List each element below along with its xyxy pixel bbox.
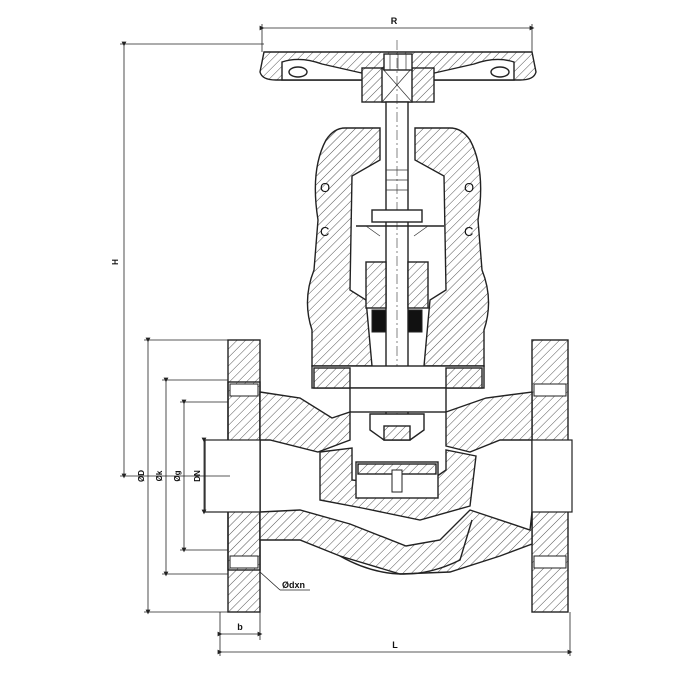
handwheel bbox=[259, 51, 537, 103]
dim-label-OD: ØD bbox=[137, 470, 146, 482]
dim-label-b: b bbox=[237, 622, 243, 632]
valve-body bbox=[204, 339, 573, 613]
dim-label-Og: Øg bbox=[173, 470, 182, 481]
dim-label-H: H bbox=[111, 259, 120, 265]
dim-label-Ok: Øk bbox=[155, 470, 164, 481]
dimension-lines bbox=[120, 24, 573, 656]
svg-text:O: O bbox=[320, 180, 330, 195]
dim-label-R: R bbox=[391, 16, 398, 26]
svg-text:C: C bbox=[464, 224, 473, 239]
svg-text:C: C bbox=[320, 224, 329, 239]
bonnet: O C O C bbox=[306, 127, 490, 413]
dim-label-DN: DN bbox=[193, 470, 202, 482]
svg-text:O: O bbox=[464, 180, 474, 195]
dim-label-L: L bbox=[392, 640, 398, 650]
dim-label-Odxn: Ødxn bbox=[282, 580, 305, 590]
